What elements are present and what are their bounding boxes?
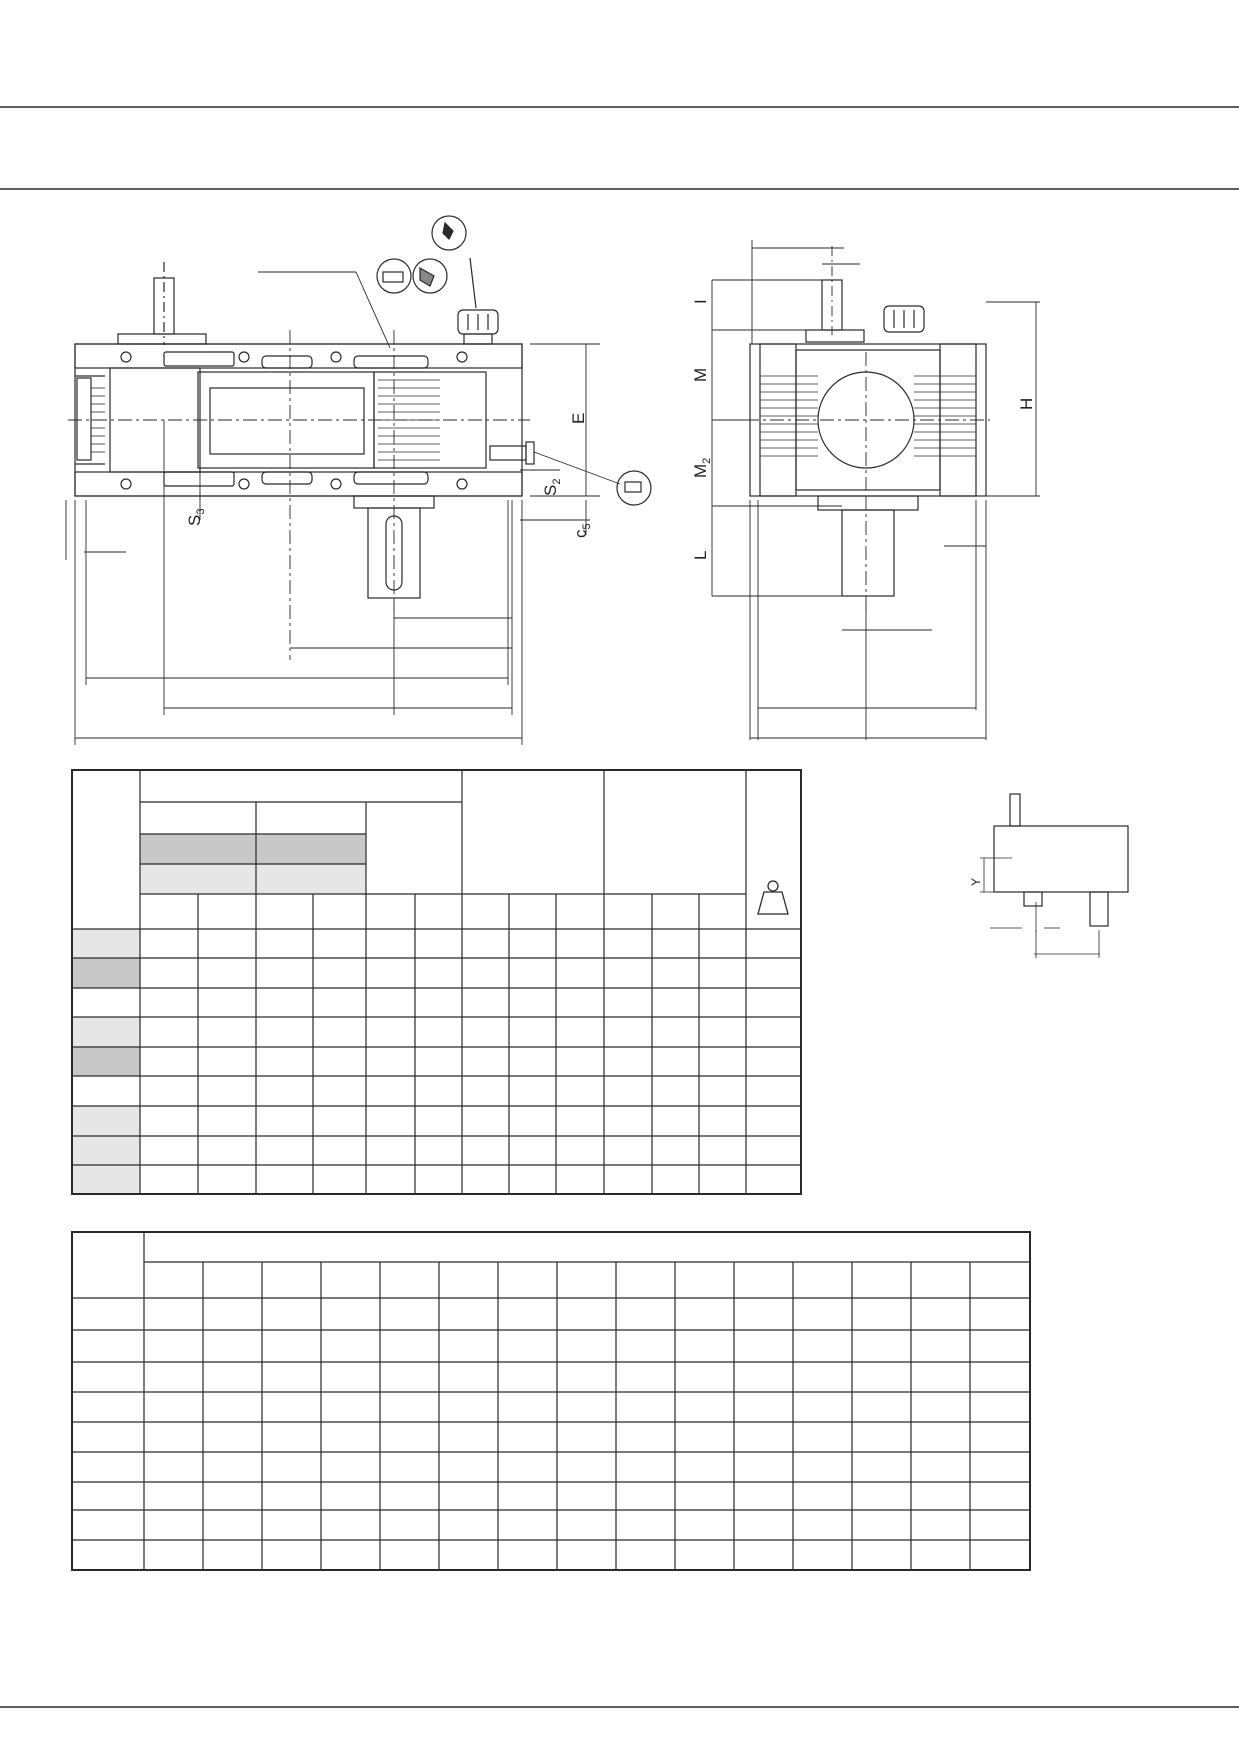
side-view-dimensions — [711, 240, 1040, 740]
label-s3: S3 — [185, 509, 207, 526]
label-y: Y — [969, 878, 983, 886]
label-m: M — [691, 368, 710, 382]
weight-icon — [757, 880, 789, 915]
table-grid — [71, 769, 802, 1195]
shaft-table — [71, 1231, 1031, 1571]
drain-plug-icon — [616, 470, 652, 506]
label-l: L — [691, 551, 710, 560]
label-e: E — [569, 413, 588, 424]
label-s2: S2 — [541, 479, 563, 496]
header-rules — [0, 106, 1239, 1708]
shaft-offset-schematic — [980, 793, 1129, 958]
front-view-dimensions — [65, 343, 600, 745]
label-h: H — [1017, 398, 1036, 410]
fill-plug-icon — [431, 215, 477, 309]
gearbox-front-view — [68, 262, 621, 660]
label-m2: M2 — [691, 458, 713, 478]
dimensions-table — [71, 769, 802, 1195]
table-shading — [72, 834, 366, 1194]
label-i: I — [691, 299, 710, 304]
gearbox-side-view — [745, 246, 990, 610]
oil-level-icon — [376, 258, 448, 294]
label-c5: c5 — [571, 523, 593, 538]
